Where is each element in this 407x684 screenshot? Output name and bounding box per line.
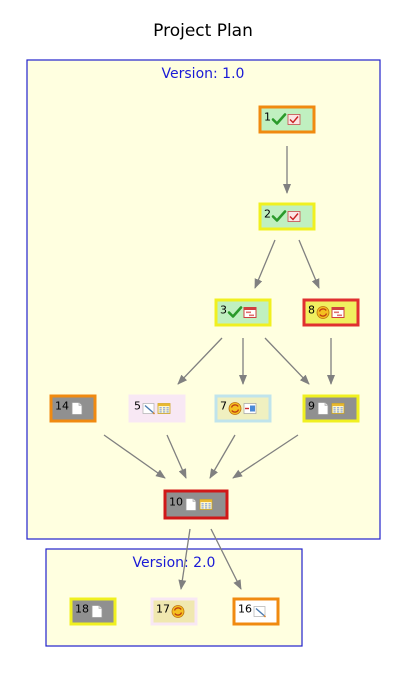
edges-layer [103, 146, 335, 590]
task-node-10-label: 10 [169, 496, 183, 509]
task-node-7-label: 7 [220, 400, 227, 413]
document-icon [317, 402, 329, 415]
task-node-3[interactable]: 3 [214, 298, 272, 327]
nodes-layer: 1 2 3 8 14 5 7 9 10 18 17 16 [49, 105, 360, 626]
calendar-icon [331, 403, 345, 414]
task-node-18-label: 18 [75, 603, 89, 616]
document-icon [91, 605, 103, 618]
edge-2-to-3 [254, 239, 276, 289]
task-node-1-label: 1 [264, 111, 271, 124]
edge-3-to-9 [264, 337, 310, 385]
diagram-title: Project Plan [153, 21, 253, 41]
task-node-8[interactable]: 8 [302, 298, 360, 327]
task-node-16[interactable]: 16 [232, 597, 280, 626]
edit-icon [142, 403, 155, 415]
edge-7-to-10 [209, 434, 236, 479]
document-icon [185, 498, 197, 511]
calendar-icon [199, 499, 213, 510]
task-node-9-label: 9 [308, 400, 315, 413]
task-icon [287, 211, 301, 222]
task-node-10-box [163, 489, 229, 520]
task-node-9[interactable]: 9 [302, 394, 360, 423]
task-node-17-label: 17 [156, 603, 170, 616]
task-node-16-label: 16 [238, 603, 252, 616]
task-node-17[interactable]: 17 [150, 597, 198, 626]
task-node-7-box [214, 394, 272, 423]
split-icon [243, 403, 257, 414]
task-node-3-box [214, 298, 272, 327]
task-node-2-box [258, 202, 316, 231]
task-node-5[interactable]: 5 [128, 394, 186, 423]
task-node-9-box [302, 394, 360, 423]
task-node-18[interactable]: 18 [69, 597, 117, 626]
edit-icon [253, 606, 266, 618]
task-node-14[interactable]: 14 [49, 394, 97, 423]
task-node-14-label: 14 [55, 400, 69, 413]
check-icon [271, 210, 287, 222]
task-node-3-label: 3 [220, 304, 227, 317]
task-node-8-box [302, 298, 360, 327]
edge-5-to-10 [166, 434, 187, 479]
cluster-version-2-label: Version: 2.0 [133, 555, 216, 571]
task-node-7[interactable]: 7 [214, 394, 272, 423]
task-icon [287, 114, 301, 125]
task-node-1-box [258, 105, 316, 134]
task-node-8-label: 8 [308, 304, 315, 317]
task-node-10[interactable]: 10 [163, 489, 229, 520]
gantt-icon [331, 307, 345, 318]
cluster-version-1-label: Version: 1.0 [162, 66, 245, 82]
check-icon [227, 306, 243, 318]
edge-3-to-5 [177, 337, 223, 385]
in-progress-icon [171, 605, 185, 618]
edge-10-to-16 [210, 528, 242, 590]
in-progress-icon [228, 402, 242, 415]
task-node-1[interactable]: 1 [258, 105, 316, 134]
task-node-2-label: 2 [264, 208, 271, 221]
edge-14-to-10 [103, 434, 166, 479]
check-icon [271, 113, 287, 125]
task-node-2[interactable]: 2 [258, 202, 316, 231]
document-icon [71, 402, 83, 415]
task-node-5-label: 5 [134, 400, 141, 413]
edge-9-to-10 [232, 434, 299, 479]
edge-10-to-17 [178, 528, 191, 590]
gantt-icon [243, 307, 257, 318]
edge-2-to-8 [298, 239, 320, 289]
calendar-icon [157, 403, 171, 414]
task-node-5-box [128, 394, 186, 423]
in-progress-icon [316, 306, 330, 319]
